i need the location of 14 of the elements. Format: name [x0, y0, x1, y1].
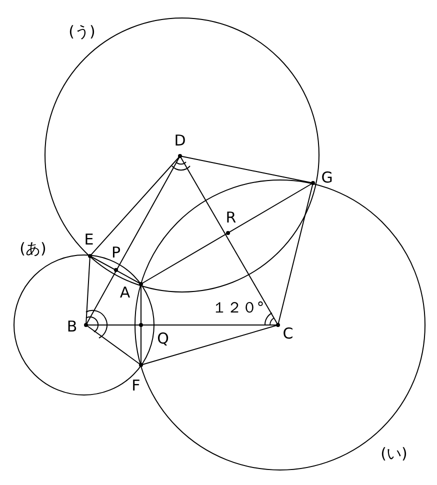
- circle-label: (あ): [20, 240, 46, 258]
- circle-label: (い): [380, 446, 408, 462]
- point-label: G: [321, 170, 333, 186]
- point-label: B: [66, 318, 78, 336]
- point-label: Q: [157, 330, 169, 348]
- point-label: D: [174, 132, 186, 150]
- point-label: R: [226, 210, 236, 226]
- point-label: E: [84, 232, 94, 248]
- point-label: F: [132, 378, 140, 394]
- circle-label: (う): [68, 24, 96, 40]
- angle-label: １２０°: [212, 300, 264, 316]
- point-label: A: [120, 284, 130, 302]
- point-label: P: [111, 244, 121, 262]
- point-label: C: [282, 326, 294, 342]
